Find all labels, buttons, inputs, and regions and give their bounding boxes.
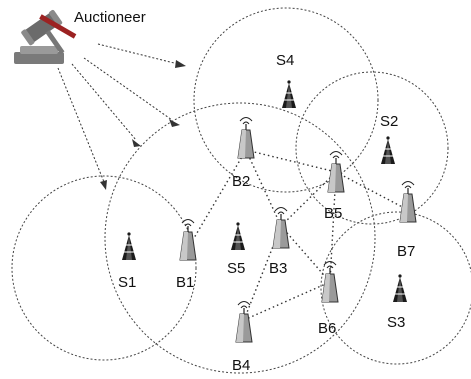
antenna-icon-b3 <box>272 206 290 249</box>
buyer-label-b4: B4 <box>232 357 250 374</box>
antenna-icon-b1 <box>179 218 197 261</box>
arrowheads <box>100 60 186 190</box>
seller-label-s1: S1 <box>118 274 136 291</box>
antenna-icon-b2 <box>237 116 255 159</box>
seller-label-s4: S4 <box>276 52 294 69</box>
seller-label-s3: S3 <box>387 314 405 331</box>
buyer-stations <box>179 116 417 343</box>
antenna-icon-b7 <box>399 180 417 223</box>
tower-icon-s3 <box>392 273 408 303</box>
antenna-icon-b6 <box>321 260 339 303</box>
tower-icon-s5 <box>230 221 246 251</box>
coverage-circle-s1 <box>11 175 197 361</box>
coverage-circle-s4 <box>193 7 379 193</box>
coverage-circle-s5 <box>104 102 376 374</box>
interference-links <box>193 149 409 321</box>
buyer-labels: B1 B2 B3 B4 B5 B6 B7 <box>176 173 415 374</box>
buyer-label-b3: B3 <box>269 260 287 277</box>
tower-icon-s4 <box>281 79 297 109</box>
coverage-circle-s3 <box>320 211 471 365</box>
buyer-label-b1: B1 <box>176 274 194 291</box>
seller-label-s5: S5 <box>227 260 245 277</box>
buyer-label-b2: B2 <box>232 173 250 190</box>
auctioneer-label: Auctioneer <box>74 9 146 26</box>
tower-icon-s1 <box>121 231 137 261</box>
buyer-label-b5: B5 <box>324 205 342 222</box>
buyer-label-b6: B6 <box>318 320 336 337</box>
seller-labels: S1 S2 S3 S4 S5 <box>118 52 405 331</box>
antenna-icon-b5 <box>327 150 345 193</box>
auctioneer-arrows <box>57 43 179 183</box>
seller-label-s2: S2 <box>380 113 398 130</box>
tower-icon-s2 <box>380 135 396 165</box>
buyer-label-b7: B7 <box>397 243 415 260</box>
gavel-icon <box>14 9 77 64</box>
coverage-areas <box>11 7 471 374</box>
coverage-circle-s2 <box>295 71 449 225</box>
